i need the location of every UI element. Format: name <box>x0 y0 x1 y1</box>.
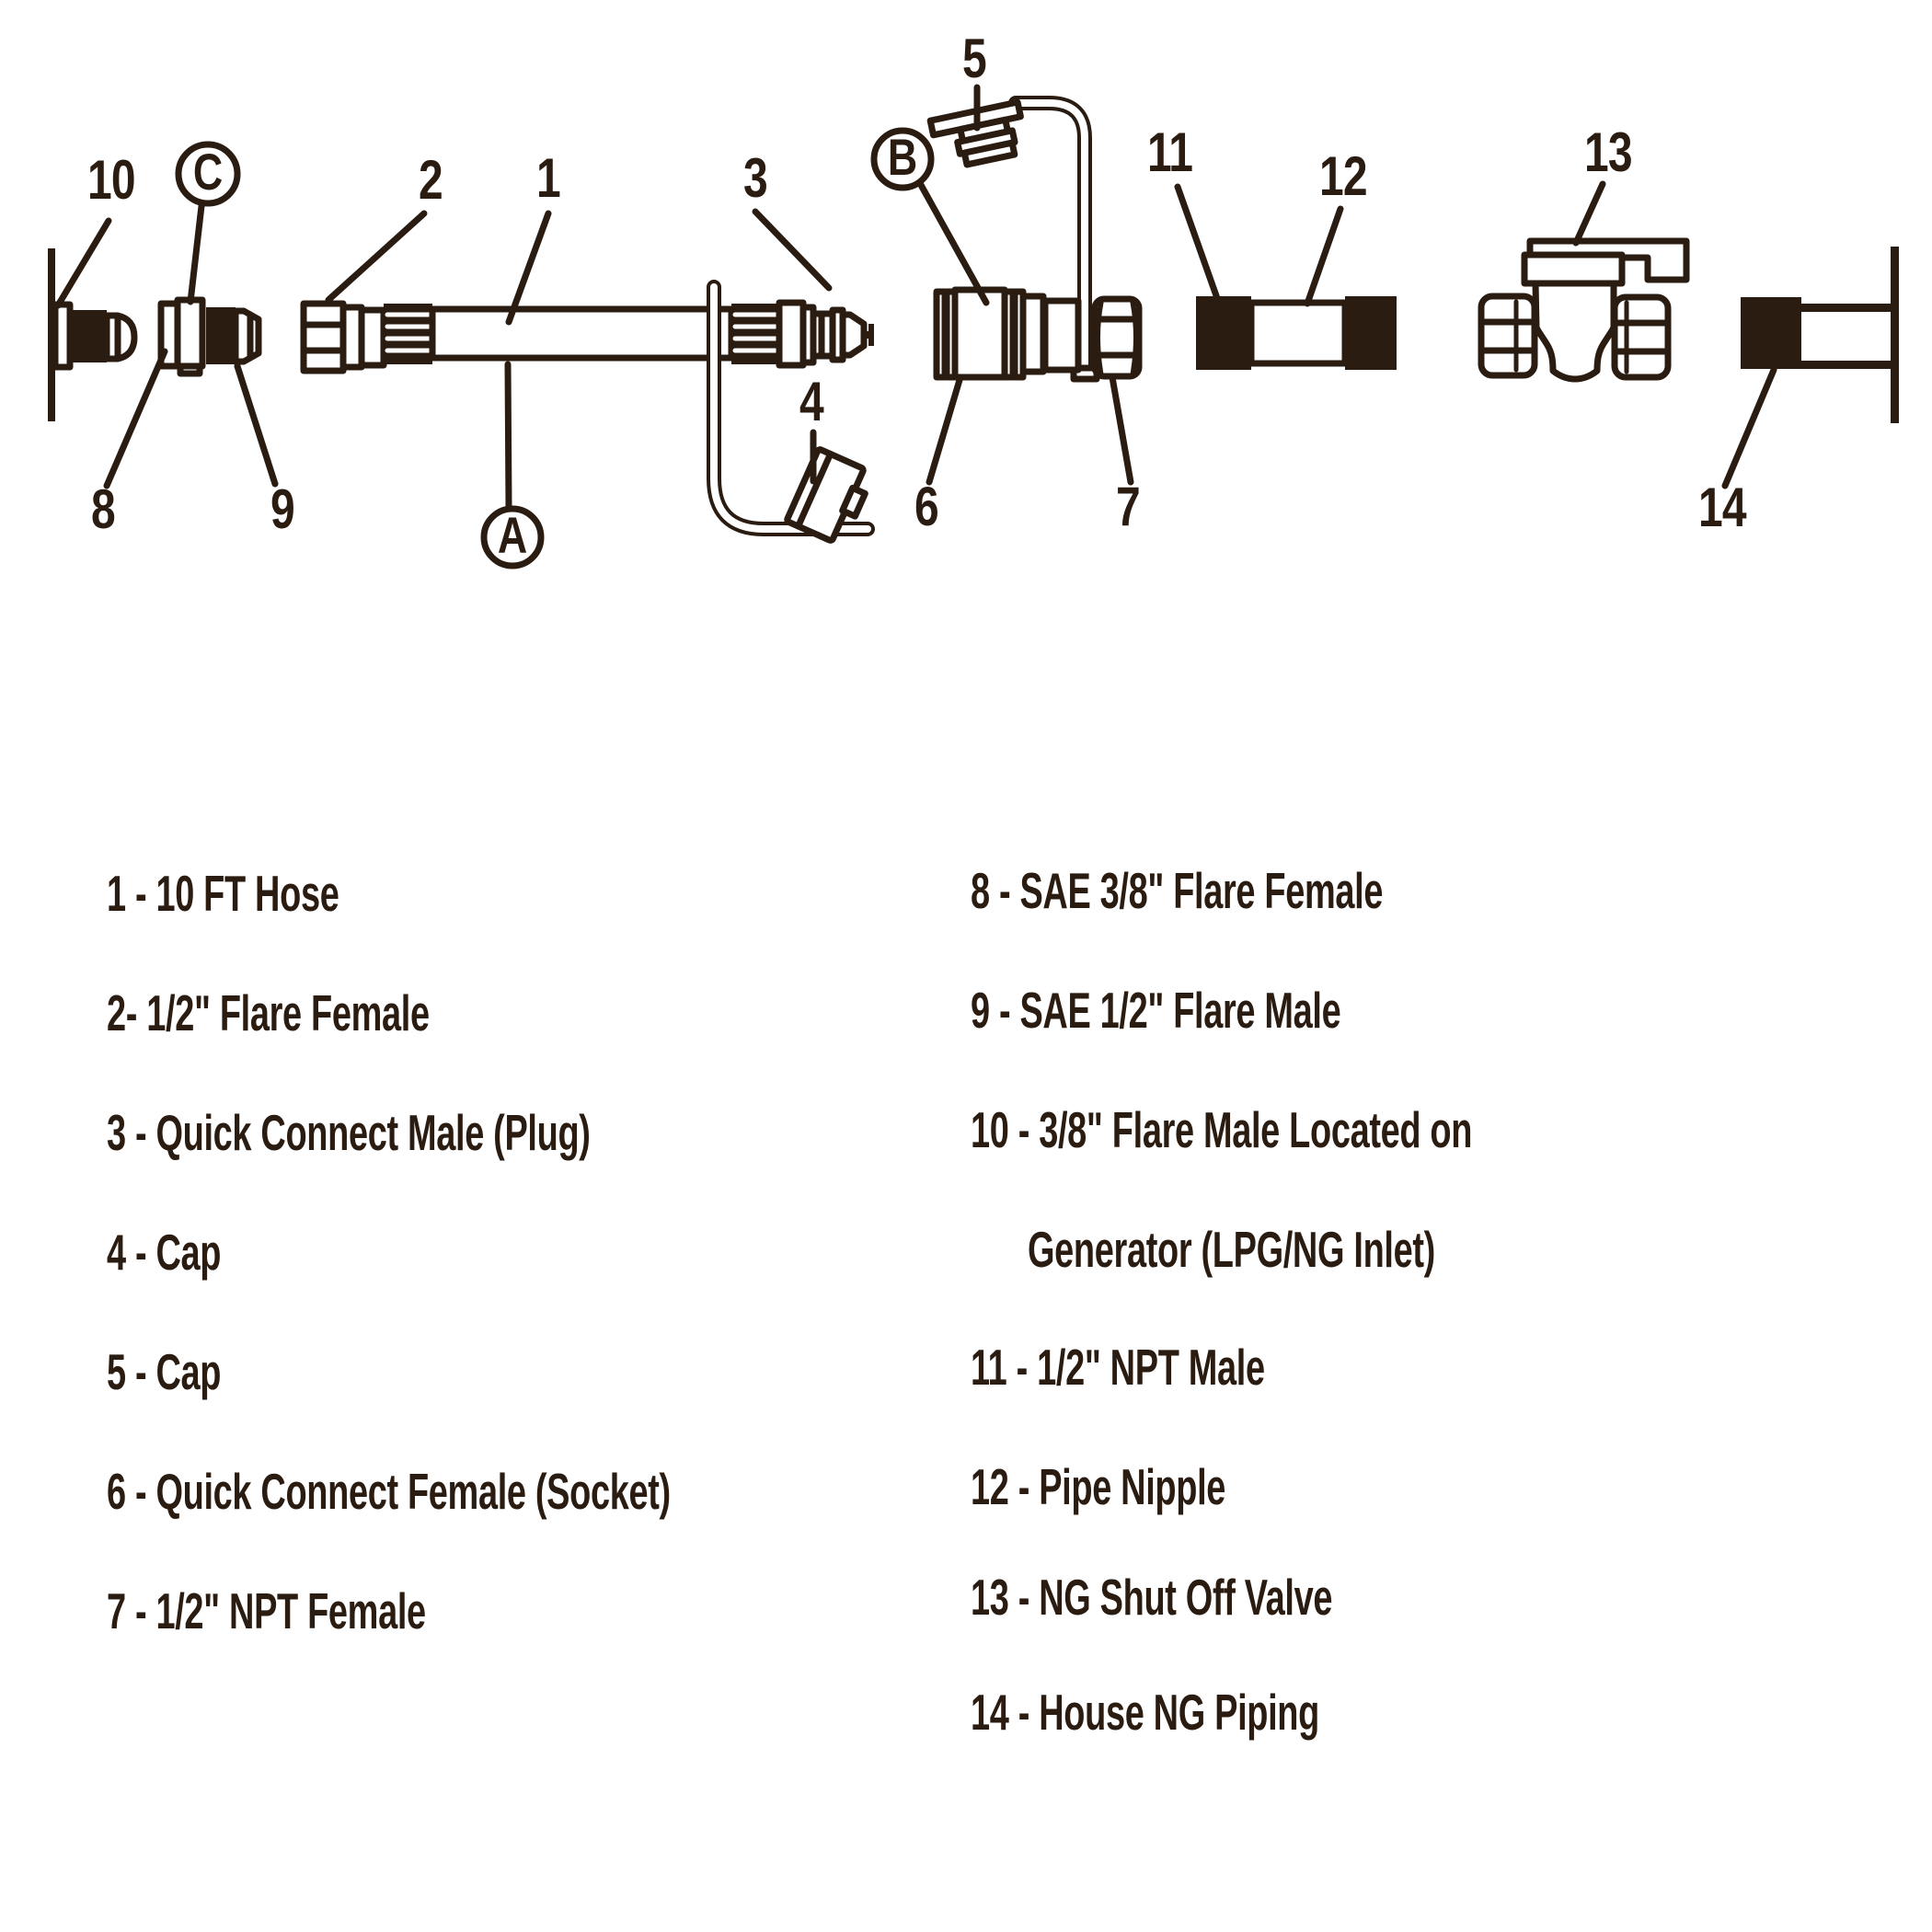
house-wall-line <box>1891 247 1899 423</box>
callout-circle-a <box>480 505 545 569</box>
callout-11: 11 <box>1147 121 1193 183</box>
callout-9: 9 <box>270 478 295 540</box>
callout-7: 7 <box>1116 476 1141 537</box>
callout-10: 10 <box>87 149 136 211</box>
part-1-2-3-hose-assembly <box>300 299 874 374</box>
part-13-ng-shut-off-valve <box>1478 237 1690 383</box>
legend-item-8: 8 - SAE 3/8" Flare Female <box>971 862 1384 919</box>
leader-13 <box>1572 180 1606 247</box>
legend-item-3: 3 - Quick Connect Male (Plug) <box>107 1104 591 1161</box>
leader-7 <box>1109 374 1134 486</box>
leader-6 <box>926 376 963 486</box>
leader-3 <box>752 208 833 292</box>
leader-c <box>187 202 205 305</box>
callout-letter-a: A <box>497 506 528 564</box>
leader-lines <box>54 84 1777 511</box>
callout-3: 3 <box>743 147 768 209</box>
legend-item-11: 11 - 1/2" NPT Male <box>971 1339 1265 1396</box>
part-6-7-quick-connect-socket <box>933 286 1143 381</box>
legend-item-2: 2- 1/2" Flare Female <box>107 984 430 1041</box>
callout-4: 4 <box>799 371 824 432</box>
callout-1: 1 <box>536 147 561 209</box>
callout-letter-c: C <box>192 143 224 201</box>
legend-item-13: 13 - NG Shut Off Valve <box>971 1569 1333 1626</box>
callout-letter-b: B <box>887 128 918 186</box>
callout-12: 12 <box>1319 145 1368 207</box>
legend-item-4: 4 - Cap <box>107 1224 222 1281</box>
leader-9 <box>234 362 279 488</box>
callout-circle-b <box>870 127 935 191</box>
part-8-9-flare-adapter <box>157 296 262 377</box>
legend-item-6: 6 - Quick Connect Female (Socket) <box>107 1463 671 1520</box>
callout-circle-c <box>175 141 241 207</box>
part-4-cap-with-strap <box>707 280 875 544</box>
leader-12 <box>1304 205 1344 307</box>
part-11-12-pipe-nipple <box>1196 296 1397 370</box>
leader-10 <box>54 217 112 309</box>
legend-item-12: 12 - Pipe Nipple <box>971 1458 1226 1515</box>
leader-1 <box>505 210 552 326</box>
leader-14 <box>1721 366 1777 489</box>
part-14-house-piping <box>1741 247 1899 423</box>
callout-2: 2 <box>419 149 443 211</box>
callout-14: 14 <box>1698 477 1747 538</box>
part-10-generator-inlet-fitting <box>52 301 138 371</box>
legend-item-7: 7 - 1/2" NPT Female <box>107 1582 426 1639</box>
legend-item-14: 14 - House NG Piping <box>971 1684 1319 1741</box>
legend-item-1: 1 - 10 FT Hose <box>107 865 339 922</box>
legend-item-9: 9 - SAE 1/2" Flare Male <box>971 982 1341 1039</box>
leader-2 <box>325 210 428 304</box>
callout-13: 13 <box>1584 121 1633 183</box>
legend-item-10: 10 - 3/8" Flare Male Located on <box>971 1101 1473 1158</box>
leader-a <box>504 361 512 511</box>
callout-5: 5 <box>962 28 987 89</box>
legend-item-5: 5 - Cap <box>107 1343 222 1400</box>
generator-wall-line <box>48 248 55 421</box>
leader-b <box>917 181 990 306</box>
legend-item-10-cont: Generator (LPG/NG Inlet) <box>1028 1221 1435 1278</box>
leader-11 <box>1174 183 1222 305</box>
callout-8: 8 <box>91 478 116 540</box>
leader-8 <box>103 348 168 489</box>
callout-6: 6 <box>914 476 939 537</box>
